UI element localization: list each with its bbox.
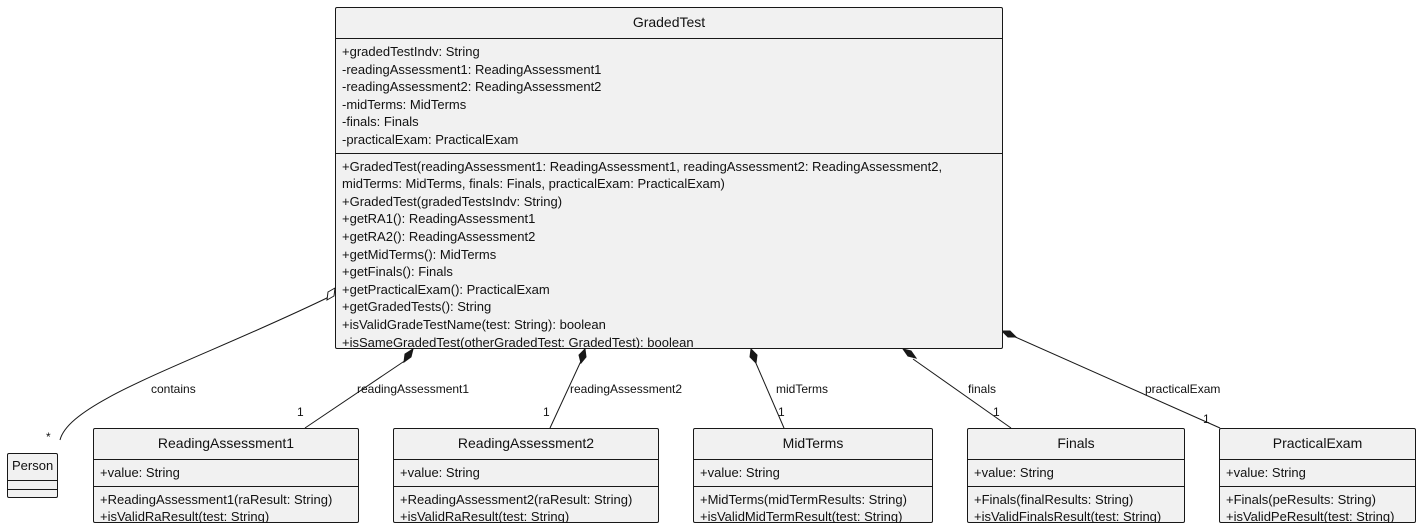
operation: +ReadingAssessment2(raResult: String) — [400, 491, 633, 507]
composition-diamond-icon — [749, 347, 758, 365]
operation: +Finals(peResults: String) — [1226, 491, 1376, 507]
class-person: Person — [7, 453, 58, 498]
attribute-list: +value: String — [694, 460, 932, 487]
operation: +ReadingAssessment1(raResult: String) — [100, 491, 333, 507]
attribute: +value: String — [700, 465, 780, 480]
operation: +getGradedTests(): String — [342, 299, 492, 315]
class-mid-terms: MidTerms +value: String +MidTerms(midTer… — [693, 428, 933, 523]
attribute: +value: String — [1226, 465, 1306, 480]
multiplicity-practical-exam: 1 — [1203, 412, 1210, 426]
class-name: PracticalExam — [1220, 429, 1415, 460]
edge-label-mid-terms: midTerms — [776, 382, 828, 396]
attribute: +value: String — [974, 465, 1054, 480]
class-practical-exam: PracticalExam +value: String +Finals(peR… — [1219, 428, 1416, 523]
composition-diamond-icon — [1000, 330, 1018, 338]
operation: +isSameGradedTest(otherGradedTest: Grade… — [342, 334, 694, 349]
relation-reading-assessment-2: readingAssessment2 1 — [543, 347, 682, 429]
edge-label-reading-assessment-1: readingAssessment1 — [357, 382, 469, 396]
composition-diamond-icon — [578, 347, 587, 365]
operation: +GradedTest(readingAssessment1: ReadingA… — [342, 158, 943, 192]
operation-list: +Finals(peResults: String) +isValidPeRes… — [1220, 487, 1415, 523]
attribute-list: +value: String — [94, 460, 358, 487]
operation-list — [8, 490, 57, 497]
class-graded-test: GradedTest +gradedTestIndv: String -read… — [335, 7, 1003, 349]
multiplicity-person: * — [46, 430, 51, 444]
attribute: +gradedTestIndv: String — [342, 44, 480, 59]
operation: +getMidTerms(): MidTerms — [342, 246, 497, 262]
operation-list: +ReadingAssessment2(raResult: String) +i… — [394, 487, 658, 523]
operation: +isValidPeResult(test: String) — [1226, 509, 1395, 523]
operation: +isValidRaResult(test: String) — [400, 509, 570, 523]
operation: +getRA2(): ReadingAssessment2 — [342, 228, 536, 244]
composition-diamond-icon — [403, 347, 414, 364]
class-name: GradedTest — [336, 8, 1002, 39]
multiplicity-reading-assessment-1: 1 — [297, 405, 304, 419]
multiplicity-finals: 1 — [993, 405, 1000, 419]
operation: +isValidRaResult(test: String) — [100, 509, 270, 523]
multiplicity-mid-terms: 1 — [778, 405, 785, 419]
relation-mid-terms: midTerms 1 — [749, 347, 828, 429]
class-name: MidTerms — [694, 429, 932, 460]
class-name: Finals — [968, 429, 1184, 460]
attribute: -readingAssessment2: ReadingAssessment2 — [342, 79, 602, 95]
operation: +isValidGradeTestName(test: String): boo… — [342, 316, 606, 332]
operation: +GradedTest(gradedTestsIndv: String) — [342, 193, 563, 209]
operation-list: +ReadingAssessment1(raResult: String) +i… — [94, 487, 358, 523]
attribute: -midTerms: MidTerms — [342, 96, 467, 112]
operation: +getRA1(): ReadingAssessment1 — [342, 211, 536, 227]
operation: +isValidFinalsResult(test: String) — [974, 509, 1162, 523]
edge-label-practical-exam: practicalExam — [1145, 382, 1220, 396]
composition-diamond-icon — [901, 348, 918, 359]
class-name: ReadingAssessment2 — [394, 429, 658, 460]
operation: +isValidMidTermResult(test: String) — [700, 509, 903, 523]
operation-list: +Finals(finalResults: String) +isValidFi… — [968, 487, 1184, 523]
attribute: +value: String — [100, 465, 180, 480]
operation: +getFinals(): Finals — [342, 264, 453, 280]
relation-person: contains * — [46, 287, 336, 444]
class-reading-assessment-2: ReadingAssessment2 +value: String +Readi… — [393, 428, 659, 523]
class-reading-assessment-1: ReadingAssessment1 +value: String +Readi… — [93, 428, 359, 523]
attribute-list: +value: String — [968, 460, 1184, 487]
operation: +MidTerms(midTermResults: String) — [700, 491, 907, 507]
operation: +getPracticalExam(): PracticalExam — [342, 281, 550, 297]
operation-list: +GradedTest(readingAssessment1: ReadingA… — [336, 154, 1002, 349]
operation: +Finals(finalResults: String) — [974, 491, 1134, 507]
attribute-list: +value: String — [1220, 460, 1415, 487]
edge-label-finals: finals — [968, 382, 996, 396]
class-finals: Finals +value: String +Finals(finalResul… — [967, 428, 1185, 523]
attribute: -readingAssessment1: ReadingAssessment1 — [342, 61, 602, 77]
attribute-list: +value: String — [394, 460, 658, 487]
relation-practical-exam: practicalExam 1 — [1000, 330, 1220, 429]
edge-label-reading-assessment-2: readingAssessment2 — [570, 382, 682, 396]
multiplicity-reading-assessment-2: 1 — [543, 405, 550, 419]
aggregation-diamond-icon — [326, 287, 336, 301]
relation-finals: finals 1 — [901, 348, 1012, 429]
operation-list: +MidTerms(midTermResults: String) +isVal… — [694, 487, 932, 523]
attribute: +value: String — [400, 465, 480, 480]
attribute-list: +gradedTestIndv: String -readingAssessme… — [336, 39, 1002, 154]
edge-label-contains: contains — [151, 382, 196, 396]
class-name: ReadingAssessment1 — [94, 429, 358, 460]
attribute: -finals: Finals — [342, 114, 419, 130]
class-name: Person — [8, 454, 57, 481]
attribute: -practicalExam: PracticalExam — [342, 131, 519, 147]
relation-reading-assessment-1: readingAssessment1 1 — [297, 347, 469, 429]
attribute-list — [8, 481, 57, 490]
